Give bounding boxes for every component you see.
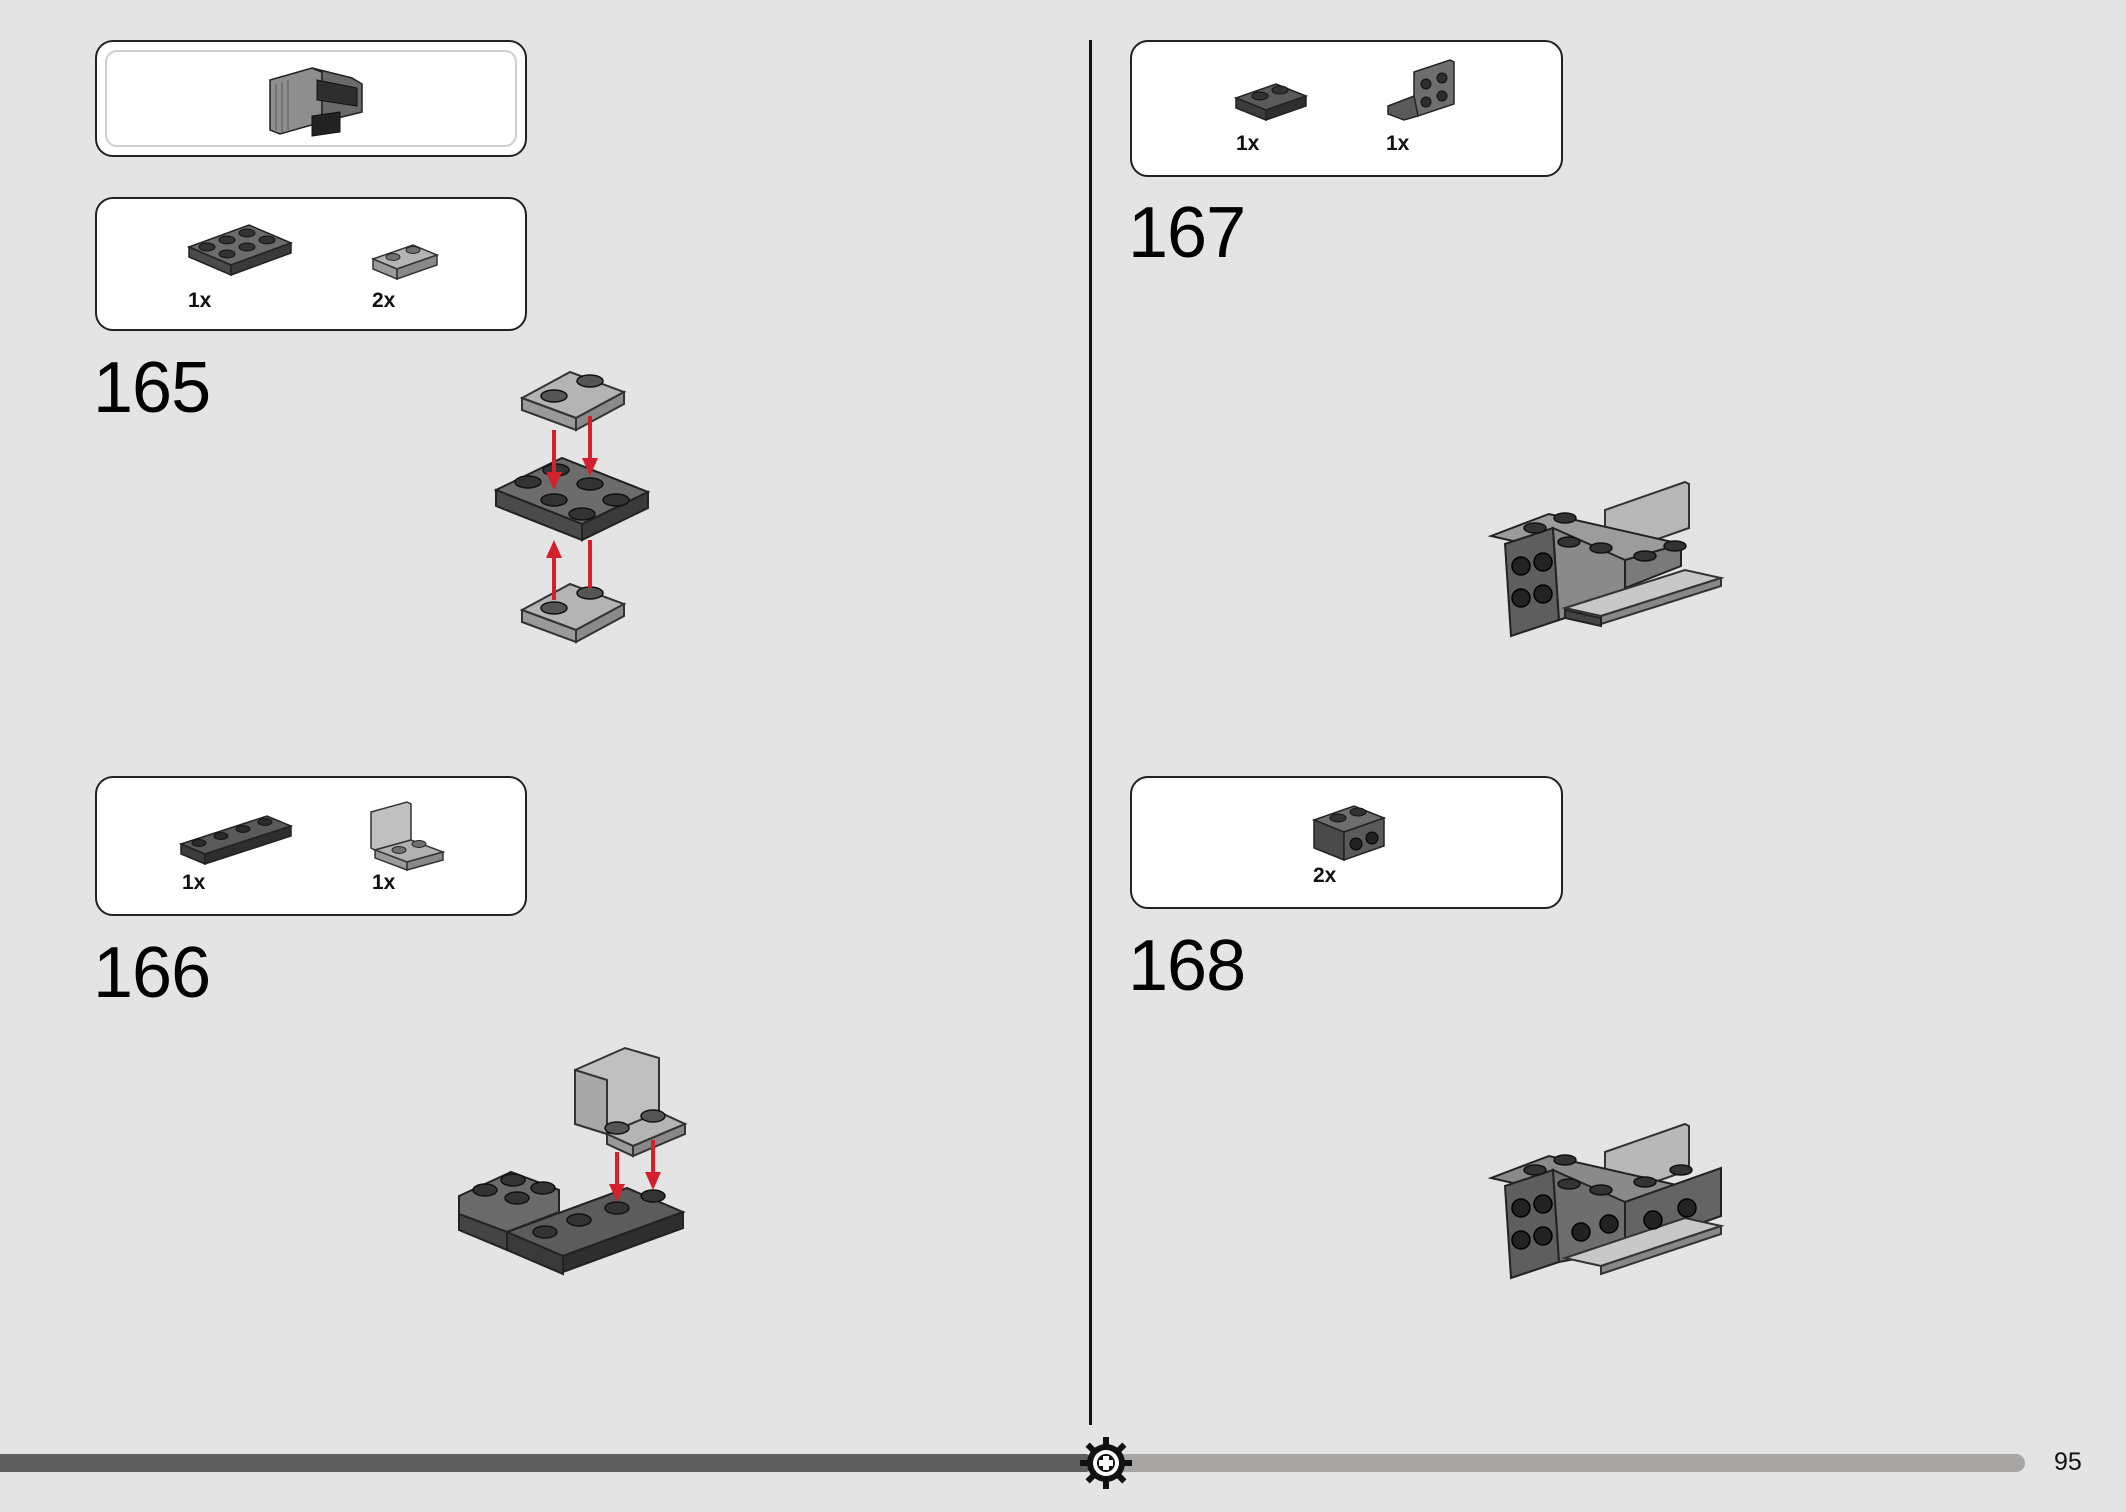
page-divider [1089, 40, 1092, 1425]
step-167-illustration [1487, 480, 1725, 638]
parts-list-step-166: 1x 1x [95, 776, 527, 916]
part-qty-label: 1x [1236, 132, 1260, 155]
part-qty-label: 1x [182, 871, 206, 894]
progress-bar-remaining [1094, 1454, 2025, 1472]
step-number: 167 [1128, 193, 1246, 273]
gear-icon [1080, 1437, 1132, 1489]
step-166-illustration [458, 1046, 688, 1276]
plate-1x2-light-grey-image [370, 244, 440, 281]
bracket-1x2-light-grey-image [370, 801, 446, 872]
step-number: 166 [93, 933, 211, 1013]
bracket-2x2-dark-grey-image [1387, 59, 1455, 121]
subassembly-callout [95, 40, 527, 157]
part-qty-label: 1x [372, 871, 396, 894]
subassembly-model-image [269, 67, 363, 137]
parts-list-step-165: 1x 2x [95, 197, 527, 331]
parts-list-step-167: 1x 1x [1130, 40, 1563, 177]
part-qty-label: 2x [372, 289, 396, 312]
plate-modified-1x2-dark-grey-image [1233, 83, 1309, 122]
step-168-illustration [1487, 1122, 1725, 1280]
plate-1x4-dark-grey-image [178, 815, 294, 866]
step-number: 168 [1128, 926, 1246, 1006]
parts-list-step-168: 2x [1130, 776, 1563, 909]
step-165-illustration [493, 370, 651, 644]
plate-2x3-dark-grey-image [186, 224, 294, 277]
progress-bar-completed [0, 1454, 1094, 1472]
step-number: 165 [93, 348, 211, 428]
part-qty-label: 2x [1313, 864, 1337, 887]
page-number: 95 [2054, 1448, 2082, 1476]
part-qty-label: 1x [188, 289, 212, 312]
brick-modified-1x2-studs-on-side-dark-grey-image [1311, 805, 1387, 862]
part-qty-label: 1x [1386, 132, 1410, 155]
